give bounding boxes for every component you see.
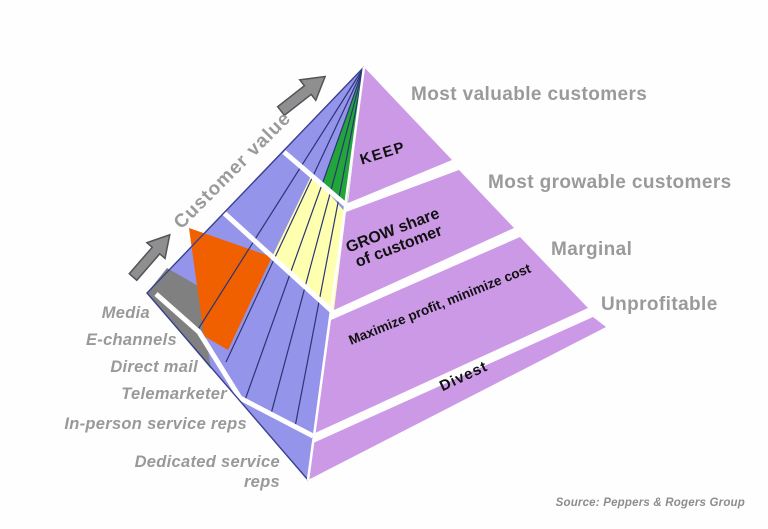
segment-label-most-growable: Most growable customers bbox=[488, 172, 732, 193]
tier-grow-face bbox=[334, 170, 514, 310]
left-face-tier-gaps bbox=[154, 150, 349, 439]
channel-line-2 bbox=[225, 66, 365, 363]
arrow-up-right-icon-small bbox=[128, 233, 171, 282]
patch-media-gray bbox=[147, 268, 211, 369]
channel-label-in-person-service-reps: In-person service reps bbox=[64, 415, 247, 433]
segment-label-most-valuable: Most valuable customers bbox=[411, 84, 648, 105]
channel-label-echannels: E-channels bbox=[85, 331, 177, 349]
channel-line-4 bbox=[270, 66, 365, 415]
arrow-shape bbox=[128, 233, 171, 282]
channel-label-media: Media bbox=[101, 304, 150, 322]
arrow-up-right-icon-large bbox=[276, 75, 327, 117]
channel-label-direct-mail: Direct mail bbox=[110, 358, 198, 376]
tier-gap-maximize-divest-left bbox=[154, 292, 315, 439]
tier-divest-face bbox=[308, 317, 606, 480]
tier-maximize-face bbox=[315, 237, 588, 433]
channel-line-3 bbox=[244, 66, 365, 401]
patch-keep-green bbox=[322, 67, 364, 204]
left-face-outline bbox=[146, 66, 365, 481]
source-attribution: Source: Peppers & Rogers Group bbox=[555, 497, 745, 509]
channel-line-5 bbox=[294, 66, 365, 428]
channel-label-dedicated-service-reps: Dedicated service reps bbox=[134, 453, 280, 492]
channel-divider-lines bbox=[196, 66, 365, 428]
segment-label-marginal: Marginal bbox=[551, 239, 633, 260]
arrow-shape bbox=[276, 75, 327, 117]
tier-gap-grow-maximize-left bbox=[221, 210, 336, 315]
right-face-tiers bbox=[308, 67, 606, 480]
patch-grow-yellow bbox=[272, 174, 345, 312]
front-edge-line bbox=[306, 66, 366, 481]
patch-echannels-orange bbox=[189, 228, 272, 350]
channel-line-1 bbox=[196, 66, 365, 332]
tier-keep-face bbox=[348, 67, 452, 203]
tier-gap-keep-grow-left bbox=[282, 150, 349, 208]
channel-label-telemarketer: Telemarketer bbox=[121, 385, 227, 403]
segment-label-unprofitable: Unprofitable bbox=[601, 294, 718, 315]
